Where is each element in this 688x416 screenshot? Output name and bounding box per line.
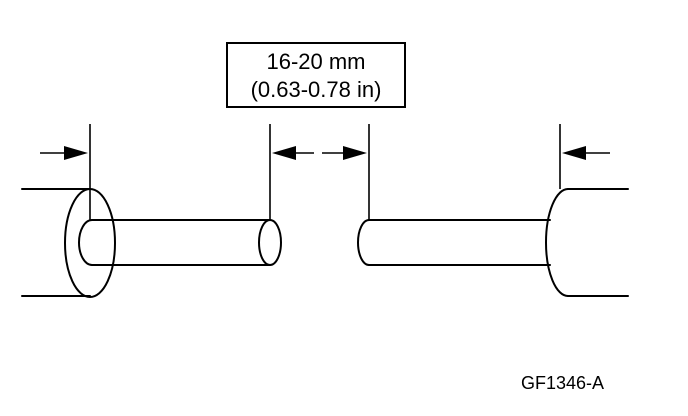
- dimension-arrows: [40, 146, 610, 160]
- extension-lines: [89, 124, 561, 220]
- left-pipe: [78, 219, 282, 266]
- dimension-imperial: (0.63-0.78 in): [250, 77, 382, 102]
- dimension-metric: 16-20 mm: [266, 49, 366, 74]
- arrowhead-right-icon: [343, 146, 367, 160]
- right-pipe: [357, 219, 551, 266]
- left-tube: [21, 188, 116, 298]
- arrowhead-right-icon: [64, 146, 88, 160]
- right-tube: [545, 188, 629, 297]
- dimension-label: 16-20 mm (0.63-0.78 in): [226, 42, 406, 108]
- arrowhead-left-icon: [562, 146, 586, 160]
- arrowhead-left-icon: [272, 146, 296, 160]
- figure-id: GF1346-A: [521, 373, 605, 393]
